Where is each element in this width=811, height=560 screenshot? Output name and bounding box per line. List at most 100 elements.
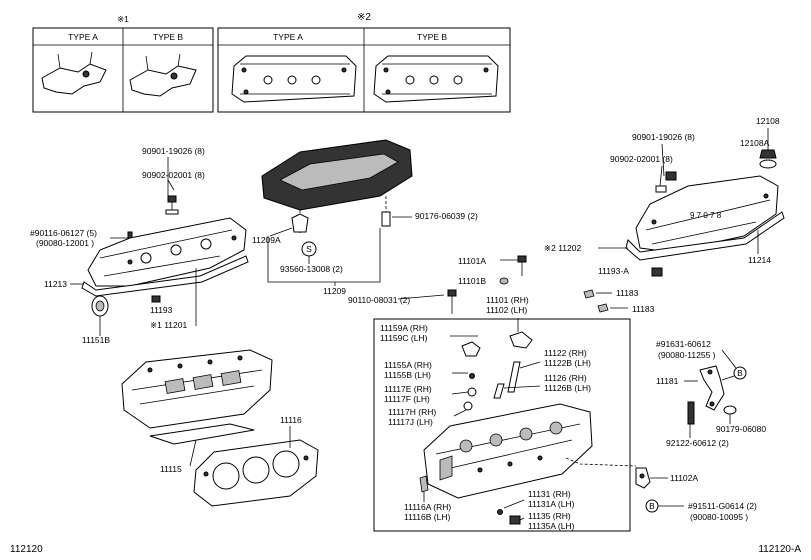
diagram-id-left: 112120 bbox=[10, 544, 43, 555]
label-11101: 11101 (RH) bbox=[486, 295, 529, 305]
label-90176: 90176-06039 (2) bbox=[415, 211, 478, 221]
bracket-bolt-b bbox=[170, 72, 178, 80]
label-11209a: 11209A bbox=[252, 235, 281, 245]
cylinder-head-left bbox=[121, 349, 273, 429]
label-11201: ※1 11201 bbox=[150, 320, 187, 330]
bolt-90901-left bbox=[167, 195, 177, 203]
label-11117h: 11117H (RH) bbox=[388, 407, 436, 417]
label-11155a: 11155A (RH) bbox=[384, 360, 432, 370]
guide-11126 bbox=[493, 383, 505, 399]
note-2-mark: ※2 bbox=[357, 12, 371, 23]
label-11101b: 11101B bbox=[458, 276, 486, 286]
label-11117j: 11117J (LH) bbox=[388, 417, 433, 427]
label-11193a: 11193-A bbox=[598, 266, 629, 276]
nut-90179 bbox=[723, 405, 737, 415]
label-11116b: 11116B (LH) bbox=[404, 512, 450, 522]
bracket-type-a-shape bbox=[41, 63, 107, 95]
label-11131: 11131 (RH) bbox=[528, 489, 571, 499]
grommet-90176 bbox=[381, 211, 391, 227]
type-b-label-1: TYPE B bbox=[153, 32, 184, 42]
label-11131a: 11131A (LH) bbox=[528, 499, 575, 509]
cam-cap-11101 bbox=[509, 331, 533, 349]
type-reference-box-2: TYPE A TYPE B ※2 bbox=[217, 12, 511, 113]
plug-11135 bbox=[509, 515, 521, 525]
seal-11117h bbox=[463, 401, 473, 411]
label-11135a: 11135A (LH) bbox=[528, 521, 575, 531]
label-11102a: 11102A bbox=[670, 473, 698, 483]
cover-bracket-11209a bbox=[291, 213, 309, 233]
label-11181: 11181 bbox=[656, 376, 679, 386]
type-a-label-2: TYPE A bbox=[273, 32, 303, 42]
label-90901-right: 90901-19026 (8) bbox=[632, 132, 695, 142]
label-11151b: 11151B bbox=[82, 335, 110, 345]
label-90080-11255: (90080-11255 ) bbox=[658, 350, 716, 360]
label-11101a: 11101A bbox=[458, 256, 486, 266]
label-91631: #91631-60612 bbox=[656, 339, 711, 349]
label-11102: 11102 (LH) bbox=[486, 305, 527, 315]
svg-text:9 7 0 7 8: 9 7 0 7 8 bbox=[690, 211, 722, 220]
seal-washer-90902-right bbox=[655, 185, 667, 193]
gasket-11115-strip bbox=[149, 423, 255, 445]
type-reference-box-1: TYPE A TYPE B ※1 bbox=[32, 14, 214, 113]
cap-gasket-12108a bbox=[759, 159, 777, 169]
head-gasket-11116 bbox=[193, 439, 319, 507]
plug-11183-1 bbox=[583, 289, 595, 299]
label-93560: 93560-13008 (2) bbox=[280, 264, 343, 274]
bracket-11181 bbox=[699, 365, 725, 411]
label-90110: 90110-08031 (2) bbox=[348, 295, 410, 305]
label-11183-1: 11183 bbox=[616, 288, 639, 298]
valve-cover-gasket-11214 bbox=[625, 211, 785, 261]
cylinder-head-right bbox=[423, 403, 593, 499]
bolt-90901-right bbox=[665, 171, 677, 181]
label-11193: 11193 bbox=[150, 305, 173, 315]
label-90902-right: 90902-02001 (8) bbox=[610, 154, 673, 164]
label-11155b: 11155B (LH) bbox=[384, 370, 431, 380]
cam-cap-11159a bbox=[461, 341, 481, 357]
gasket-11193 bbox=[151, 295, 161, 303]
label-11183-2: 11183 bbox=[632, 304, 655, 314]
plug-11183-2 bbox=[597, 303, 609, 313]
diagram-id-right: 112120-A bbox=[758, 544, 801, 555]
gasket-11193a bbox=[651, 267, 663, 277]
label-92122: 92122-60612 (2) bbox=[666, 438, 729, 448]
plug-11116a bbox=[419, 475, 429, 493]
cylinder-head-right-box bbox=[373, 318, 631, 532]
plug-11101b bbox=[499, 277, 509, 285]
label-11122: 11122 (RH) bbox=[544, 348, 587, 358]
label-11116: 11116 bbox=[280, 415, 302, 425]
valve-cover-left bbox=[87, 217, 247, 287]
engine-top-cover: S bbox=[261, 139, 413, 257]
callout-b-circle-top bbox=[733, 366, 747, 380]
guide-11122 bbox=[507, 361, 521, 393]
label-11214: 11214 bbox=[748, 255, 771, 265]
label-11116a: 11116A (RH) bbox=[404, 502, 451, 512]
valve-cover-right: 9 7 0 7 8 bbox=[635, 175, 779, 253]
label-11122b: 11122B (LH) bbox=[544, 358, 591, 368]
callout-b-top-letter: B bbox=[737, 368, 743, 378]
bracket-bolt-a bbox=[82, 70, 90, 78]
label-11126: 11126 (RH) bbox=[544, 373, 587, 383]
label-11115: 11115 bbox=[160, 464, 182, 474]
callout-b-bottom-letter: B bbox=[649, 501, 655, 511]
label-11209: 11209 bbox=[323, 286, 346, 296]
callout-s-letter: S bbox=[306, 244, 312, 254]
label-11117e: 11117E (RH) bbox=[384, 384, 432, 394]
label-12108: 12108 bbox=[756, 116, 780, 126]
label-11159c: 11159C (LH) bbox=[380, 333, 428, 343]
oil-filler-cap-12108 bbox=[759, 149, 777, 159]
plug-11131 bbox=[497, 509, 503, 515]
label-91511: #91511-G0614 (2) bbox=[688, 501, 757, 511]
type-a-label-1: TYPE A bbox=[68, 32, 98, 42]
seal-washer-90902-left bbox=[165, 209, 179, 215]
type-b-label-2: TYPE B bbox=[417, 32, 448, 42]
label-90179: 90179-06080 bbox=[716, 424, 766, 434]
label-12108a: 12108A bbox=[740, 138, 770, 148]
label-11202: ※2 11202 bbox=[544, 243, 581, 253]
stud-92122 bbox=[687, 401, 695, 425]
plug-11101a bbox=[517, 255, 527, 263]
bolt-90110 bbox=[447, 289, 457, 297]
label-11159a: 11159A (RH) bbox=[380, 323, 428, 333]
label-90080-10095: (90080-10095 ) bbox=[690, 512, 748, 522]
label-90080-12001: (90080-12001 ) bbox=[36, 238, 94, 248]
